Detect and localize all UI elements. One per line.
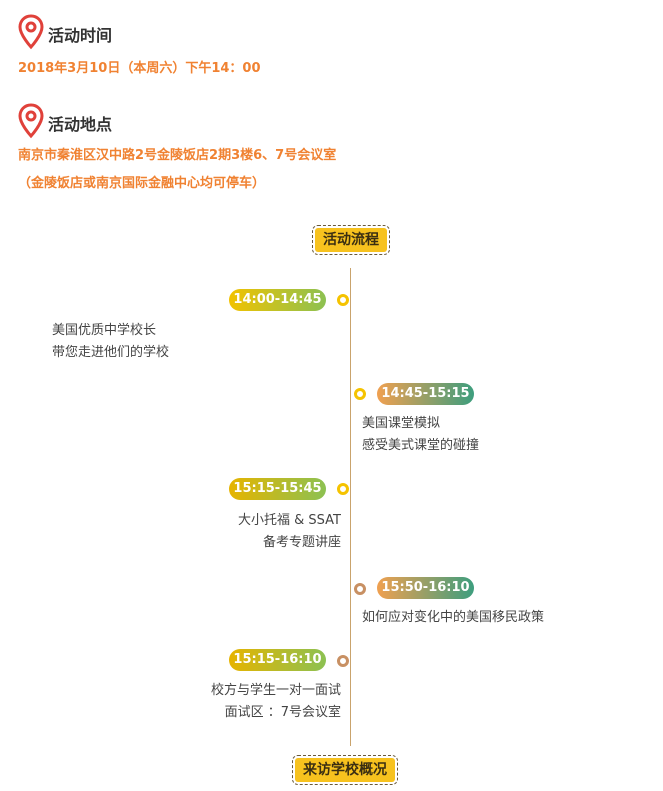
activity-time-title: 活动时间 [48, 26, 113, 45]
visiting-schools-heading: 来访学校概况 [292, 755, 398, 785]
activity-place-section: 活动地点 南京市秦淮区汉中路2号金陵饭店2期3楼6、7号会议室 （金陵饭店或南京… [18, 103, 336, 195]
schedule-item-line: 带您走进他们的学校 [52, 345, 170, 360]
schedule-item-description: 大小托福 & SSAT 备考专题讲座 [238, 510, 341, 554]
schedule-item-description: 美国优质中学校长 带您走进他们的学校 [52, 320, 169, 364]
location-pin-icon [18, 14, 44, 50]
schedule-item-description: 如何应对变化中的美国移民政策 [362, 607, 544, 629]
location-pin-icon [18, 103, 44, 139]
activity-place-title: 活动地点 [48, 115, 113, 134]
schedule-time-pill: 15:15-15:45 [229, 478, 326, 500]
activity-time-section: 活动时间 2018年3月10日（本周六）下午14：00 [18, 14, 261, 80]
timeline-dot [354, 388, 366, 400]
schedule-time-pill: 15:15-16:10 [229, 649, 326, 671]
activity-flow-heading: 活动流程 [312, 225, 390, 255]
schedule-item-description: 美国课堂模拟 感受美式课堂的碰撞 [362, 413, 479, 457]
schedule-item-line: 大小托福 & SSAT [238, 513, 341, 528]
schedule-item-line: 美国优质中学校长 [52, 323, 157, 338]
timeline-dot [337, 483, 349, 495]
schedule-item-line: 校方与学生一对一面试 [210, 683, 341, 698]
schedule-time-pill: 14:00-14:45 [229, 289, 326, 311]
schedule-item-line: 感受美式课堂的碰撞 [362, 438, 480, 453]
schedule-time-pill: 15:50-16:10 [377, 577, 474, 599]
timeline-dot [337, 294, 349, 306]
timeline-dot [354, 583, 366, 595]
schedule-item-line: 美国课堂模拟 [362, 416, 441, 431]
schedule-item-description: 校方与学生一对一面试 面试区 ：7号会议室 [211, 680, 341, 724]
activity-time-header: 活动时间 [18, 14, 261, 50]
schedule-item-line: 面试区 ：7号会议室 [224, 705, 341, 720]
activity-place-address: 南京市秦淮区汉中路2号金陵饭店2期3楼6、7号会议室 [18, 148, 337, 163]
activity-place-parking-note: （金陵饭店或南京国际金融中心均可停车） [18, 176, 266, 191]
schedule-time-pill: 14:45-15:15 [377, 383, 474, 405]
schedule-item-line: 如何应对变化中的美国移民政策 [362, 610, 545, 625]
schedule-item-line: 备考专题讲座 [262, 535, 341, 550]
timeline-dot [337, 655, 349, 667]
activity-place-header: 活动地点 [18, 103, 336, 139]
timeline-axis [350, 268, 351, 746]
activity-time-value: 2018年3月10日（本周六）下午14：00 [18, 61, 261, 76]
